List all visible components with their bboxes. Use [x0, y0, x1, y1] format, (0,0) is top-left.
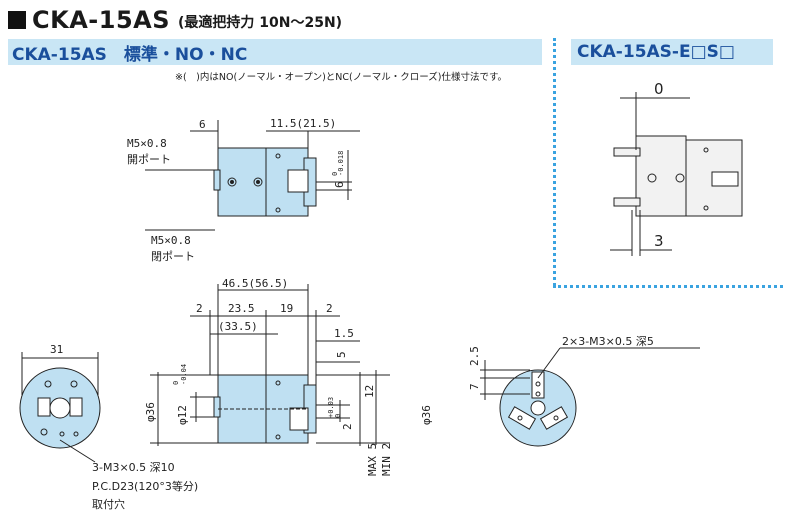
dim-front-46-5: 46.5(56.5): [222, 277, 288, 290]
dim-right-2-5: 2.5: [468, 346, 481, 366]
port2-thread: M5×0.8: [151, 234, 191, 247]
dim-front-23-5: 23.5: [228, 302, 255, 315]
tol2-lower: 0: [334, 414, 342, 418]
section-band-standard: CKA-15AS 標準・NO・NC: [8, 39, 542, 65]
right-end-view-drawing: [480, 347, 700, 447]
dotted-separator-horizontal: [553, 285, 783, 288]
option-dim-0: 0: [654, 80, 664, 98]
port1-thread: M5×0.8: [127, 137, 167, 150]
section-band-option: CKA-15AS-E□S□: [571, 39, 773, 65]
tol2-upper: +0.03: [327, 397, 335, 418]
option-view-drawing: [610, 92, 743, 256]
dim-front-phi12: φ12: [176, 405, 189, 425]
dim-front-2-tol: 2: [341, 423, 354, 430]
tol-phi12-lower: -0.04: [180, 364, 188, 385]
dim-front-2b: 2: [326, 302, 333, 315]
port2-label: 閉ポート: [151, 250, 195, 263]
dim-top-6: 6: [199, 118, 206, 131]
dim-front-19: 19: [280, 302, 293, 315]
option-dim-3: 3: [654, 232, 664, 250]
section-title-standard: CKA-15AS 標準・NO・NC: [12, 44, 248, 65]
page-header: CKA-15AS (最適把持力 10N～25N): [8, 6, 342, 34]
dim-top-6-vertical: 6: [333, 181, 346, 188]
dim-top-11-5: 11.5(21.5): [270, 117, 336, 130]
dotted-separator-vertical: [553, 38, 556, 286]
dimension-note: ※( )内はNO(ノーマル・オープン)とNC(ノーマル・クローズ)仕様寸法です。: [175, 72, 508, 83]
model-title: CKA-15AS: [32, 6, 171, 34]
black-square-icon: [8, 11, 26, 29]
tol-top-lower: -0.018: [337, 151, 345, 176]
mount-label: 取付穴: [92, 497, 125, 511]
dim-front-min2: MIN 2: [380, 443, 393, 476]
right-thread-callout: 2×3-M3×0.5 深5: [562, 335, 654, 348]
section-title-option: CKA-15AS-E□S□: [577, 42, 735, 62]
dim-front-33-5: (33.5): [218, 320, 258, 333]
dim-right-7: 7: [468, 383, 481, 390]
dim-front-12: 12: [363, 385, 376, 398]
dim-front-phi36-right: φ36: [420, 405, 433, 425]
dim-front-1-5: 1.5: [334, 327, 354, 340]
dim-front-phi36-left: φ36: [144, 402, 157, 422]
dim-left-31: 31: [50, 343, 63, 356]
dim-front-5: 5: [335, 351, 348, 358]
tol-top-upper: 0: [331, 172, 339, 176]
left-end-view-drawing: [19, 352, 101, 463]
front-view-drawing: [150, 284, 390, 446]
mount-pcd: P.C.D23(120°3等分): [92, 479, 198, 493]
mount-thread: 3-M3×0.5 深10: [92, 461, 175, 474]
model-subtitle: (最適把持力 10N～25N): [178, 15, 343, 31]
tol-phi12-upper: 0: [172, 381, 180, 385]
dim-front-max5: MAX 5: [366, 443, 379, 476]
dim-front-2a: 2: [196, 302, 203, 315]
top-view-drawing: [145, 120, 360, 231]
port1-label: 開ポート: [127, 153, 171, 166]
